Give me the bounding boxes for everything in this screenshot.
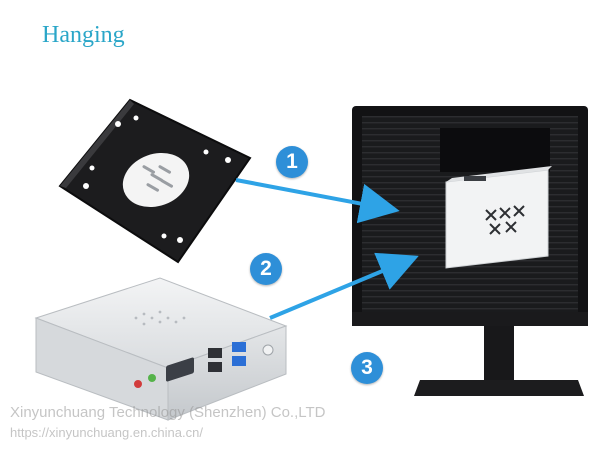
page-title: Hanging	[42, 22, 125, 48]
arrow-plate-to-monitor	[235, 178, 400, 224]
step-1-badge: 1	[276, 146, 308, 178]
watermark-url: https://xinyunchuang.en.china.cn/	[10, 425, 203, 440]
arrow-pc-to-monitor	[269, 252, 419, 320]
watermark-company: Xinyunchuang Technology (Shenzhen) Co.,L…	[10, 404, 326, 421]
monitor-icon	[352, 106, 588, 396]
step-3-badge: 3	[351, 352, 383, 384]
mini-pc-icon	[34, 277, 288, 421]
vesa-mount-plate-icon	[58, 98, 252, 264]
step-2-badge: 2	[250, 253, 282, 285]
